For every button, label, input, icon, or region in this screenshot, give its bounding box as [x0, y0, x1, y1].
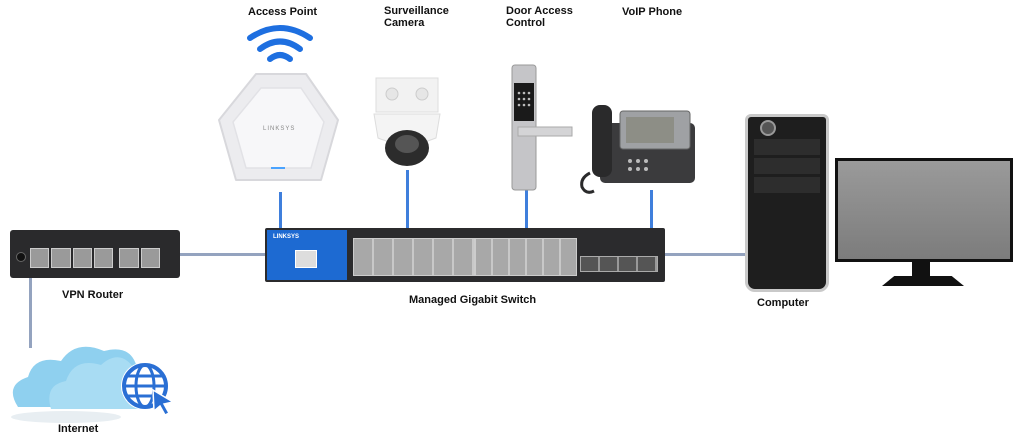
vpn-router-label: VPN Router [62, 289, 124, 301]
tower-bay-3 [754, 177, 820, 193]
link-router-switch [180, 253, 268, 256]
switch-ports-group-1 [353, 238, 475, 276]
camera-device [373, 77, 441, 166]
camera-label-line1: Surveillance [384, 5, 449, 17]
door-access-device [511, 64, 573, 191]
link-ap-switch [279, 192, 282, 230]
link-switch-computer [665, 253, 750, 256]
computer-label: Computer [757, 297, 809, 309]
camera-label-line2: Camera [384, 17, 425, 29]
router-power-jack [16, 252, 26, 262]
globe-icon [121, 362, 175, 416]
switch-label: Managed Gigabit Switch [409, 294, 537, 306]
camera-label: Surveillance Camera [384, 5, 449, 29]
switch-ports-group-2 [475, 238, 577, 276]
link-door-switch [525, 190, 528, 230]
voip-phone-device [580, 105, 695, 194]
switch-console-port [295, 250, 317, 268]
door-label-line1: Door Access [506, 5, 573, 17]
door-label-line2: Control [506, 17, 546, 29]
tower-bay-2 [754, 158, 820, 174]
monitor [835, 158, 1013, 262]
monitor-stand [912, 259, 930, 277]
switch-brand-panel: LINKSYS [267, 230, 347, 280]
vpn-router-device [10, 230, 180, 278]
switch-brand: LINKSYS [273, 234, 300, 240]
voip-phone-label: VoIP Phone [622, 6, 683, 18]
link-router-internet [29, 278, 32, 348]
internet-cloud-icon [11, 346, 147, 423]
door-label: Door Access Control [506, 5, 573, 29]
internet-label: Internet [58, 423, 99, 435]
computer-tower [745, 114, 829, 292]
link-camera-switch [406, 170, 409, 230]
tower-power-button [760, 120, 776, 136]
wifi-icon [247, 25, 313, 62]
access-point-device [218, 73, 339, 181]
access-point-brand: LINKSYS [263, 126, 296, 132]
access-point-label: Access Point [248, 6, 318, 18]
managed-switch-device: LINKSYS [265, 228, 665, 282]
link-phone-switch [650, 190, 653, 230]
monitor-base [882, 276, 964, 286]
router-ports [30, 248, 160, 268]
switch-sfp-ports [580, 256, 658, 272]
tower-bay-1 [754, 139, 820, 155]
